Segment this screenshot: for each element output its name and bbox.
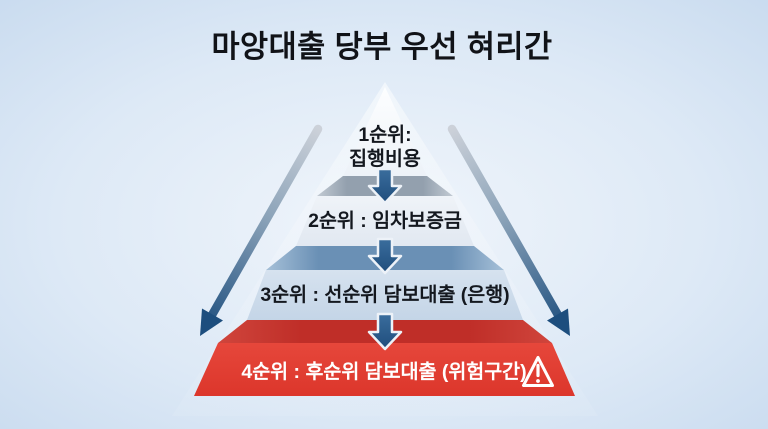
side-arrow-left-shaft [207,124,323,320]
side-arrow-right-head [547,308,570,336]
page-title: 마앙대출 당부 우선 혀리간 [211,30,552,64]
level3-label: 3순위 : 선순위 담보대출 (은행) [260,284,509,306]
side-arrow-left-head [200,308,223,336]
level2-label: 2순위 : 임차보증금 [308,210,462,232]
down-arrow-icon-2 [367,237,403,275]
level1-label: 집행비용 [349,148,421,170]
warning-triangle-icon [522,356,554,387]
side-arrow-left [200,124,323,336]
side-arrow-right [447,124,570,336]
side-arrow-right-shaft [447,124,563,320]
level1-rank-label: 1순위: [358,124,411,146]
down-arrow-icon-1 [367,167,403,205]
pyramid-level1-face [343,87,427,176]
pyramid-level4-face [194,343,575,396]
pyramid-level3-face [247,270,523,320]
down-arrow-icon-3 [367,312,403,351]
pyramid-level2-face [296,196,474,246]
level4-label: 4순위 : 후순위 담보대출 (위험구간) [241,361,526,383]
warning-exclamation-dot [536,379,540,383]
warning-triangle-outline [522,356,554,387]
